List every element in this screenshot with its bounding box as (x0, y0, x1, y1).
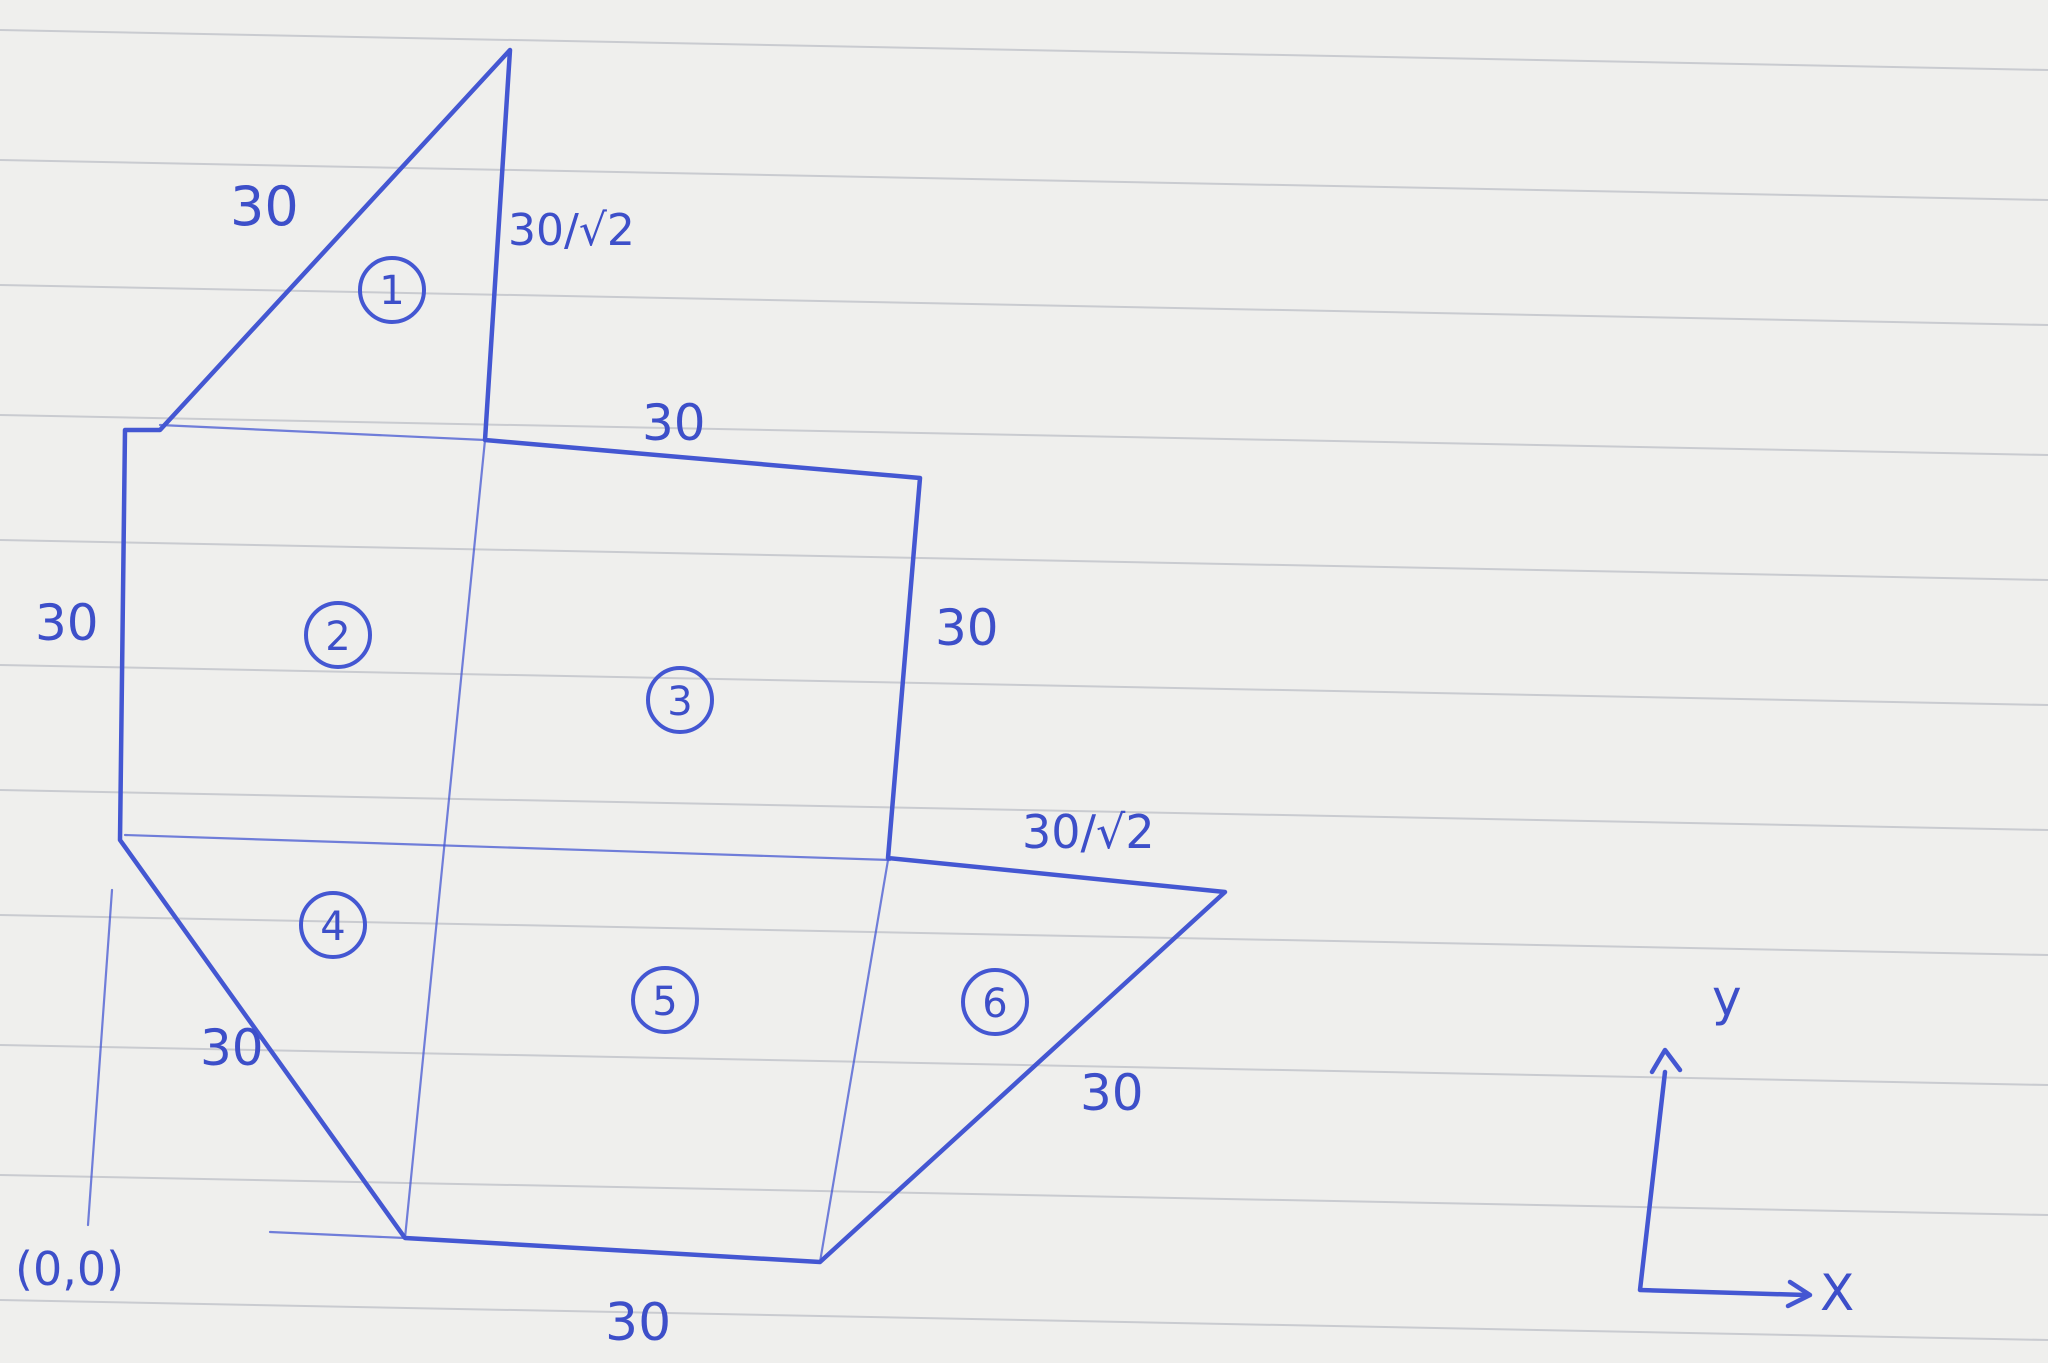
label-right-of-region1: 30/√2 (508, 205, 635, 256)
label-step-right: 30/√2 (1022, 805, 1155, 859)
region-6-marker: 6 (961, 968, 1029, 1036)
subdivision-lines (86, 423, 892, 1264)
region-5-marker: 5 (631, 966, 699, 1034)
svg-text:3: 3 (667, 679, 692, 725)
svg-text:6: 6 (982, 981, 1007, 1027)
svg-text:1: 1 (379, 268, 404, 314)
dimension-labels: 30 30/√2 30 30 30 30/√2 30 30 30 (0,0) (15, 175, 1155, 1353)
region-4-marker: 4 (299, 891, 367, 959)
label-lower-right-slant: 30 (1080, 1064, 1144, 1122)
label-top-of-region3: 30 (642, 394, 706, 452)
region-markers: 1 2 3 4 5 6 (299, 256, 1029, 1036)
label-right-side: 30 (935, 599, 999, 657)
svg-text:4: 4 (320, 904, 345, 950)
x-axis-label: X (1820, 1264, 1854, 1322)
origin-label: (0,0) (15, 1242, 124, 1296)
label-lower-left-slant: 30 (200, 1019, 264, 1077)
region-2-marker: 2 (304, 601, 372, 669)
region-1-marker: 1 (358, 256, 426, 324)
shape-outline (117, 47, 1228, 1265)
ruled-lines (0, 29, 2048, 1341)
svg-text:2: 2 (325, 614, 350, 660)
y-axis-label: y (1712, 969, 1742, 1027)
svg-text:5: 5 (652, 979, 677, 1025)
label-top-hypotenuse: 30 (230, 175, 299, 238)
axes-sketch: y X (1637, 969, 1854, 1322)
region-3-marker: 3 (646, 666, 714, 734)
label-left-side: 30 (35, 594, 99, 652)
label-bottom: 30 (605, 1293, 671, 1353)
